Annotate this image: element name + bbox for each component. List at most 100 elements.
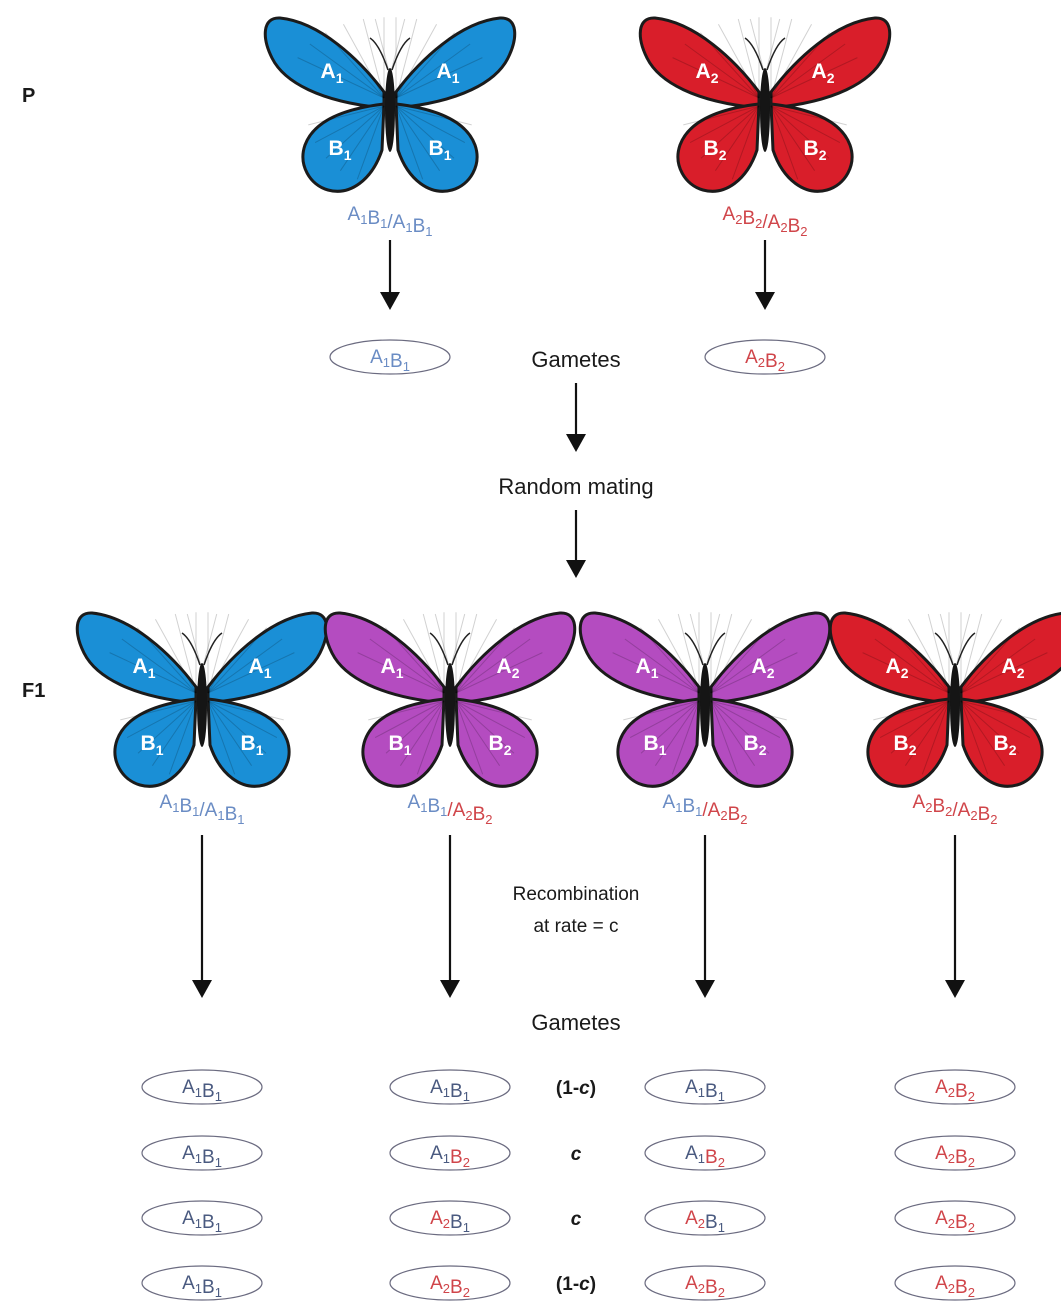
wing-allele-b: B1 — [241, 732, 264, 758]
recombination-rate-value: (1-c) — [556, 1078, 596, 1099]
gamete-genotype: A2B2 — [745, 347, 785, 374]
gamete-genotype: A2B2 — [935, 1208, 975, 1235]
gamete-oval — [644, 1200, 766, 1236]
body — [445, 663, 455, 747]
recombination-rates: (1-c) c c (1-c) — [556, 1078, 596, 1295]
body — [197, 663, 207, 747]
recombination-label: Recombination — [513, 884, 640, 905]
gamete-oval — [389, 1135, 511, 1171]
f1-arrow — [192, 835, 212, 998]
right-wing — [638, 16, 781, 193]
wing-allele-b: B1 — [141, 732, 164, 758]
f1-gamete: A1B1 — [141, 1200, 263, 1236]
gamete-oval — [141, 1265, 263, 1301]
gamete-oval — [644, 1265, 766, 1301]
gamete-genotype: A1B1 — [685, 1077, 725, 1104]
f1-gamete: A2B2 — [894, 1135, 1016, 1171]
right-wing — [578, 611, 721, 788]
gamete-oval — [704, 339, 826, 375]
f1-arrow — [440, 835, 460, 998]
recombination-rate-value: c — [571, 1209, 582, 1230]
gamete-genotype: A1B1 — [430, 1077, 470, 1104]
gamete-oval — [894, 1069, 1016, 1105]
body — [950, 663, 960, 747]
f1-gamete: A1B1 — [389, 1069, 511, 1105]
antenna — [706, 632, 726, 666]
gamete-oval — [644, 1069, 766, 1105]
right-wing — [263, 16, 406, 193]
wing-allele-a: A2 — [696, 60, 719, 86]
gametes-label: Gametes — [531, 347, 620, 372]
f1-arrow — [695, 835, 715, 998]
wing-allele-b: B2 — [894, 732, 917, 758]
wing-allele-b: B2 — [744, 732, 767, 758]
gamete-oval — [894, 1265, 1016, 1301]
gamete-genotype: A1B1 — [182, 1208, 222, 1235]
f1-genotype: A1B1/A2B2 — [408, 792, 493, 827]
wing-allele-a: A1 — [381, 655, 404, 681]
f1-gamete: A1B1 — [141, 1265, 263, 1301]
wing-allele-b: B1 — [329, 137, 352, 163]
antenna — [766, 37, 786, 71]
antenna — [181, 632, 201, 666]
gamete-genotype: A1B1 — [182, 1077, 222, 1104]
f1-gametes: A1B1A1B1A1B1A1B1A1B1A1B2A2B1A2B2A1B1A1B2… — [141, 1069, 1016, 1301]
f1-genotype: A1B1/A1B1 — [160, 792, 245, 827]
gamete-oval — [644, 1135, 766, 1171]
wing-allele-a: A1 — [321, 60, 344, 86]
gamete-genotype: A1B1 — [182, 1143, 222, 1170]
left-wing — [186, 611, 329, 788]
p-generation-label: P — [22, 85, 35, 107]
parent-genotype: A1B1/A1B1 — [348, 204, 433, 239]
parent-gamete: A1B1 — [329, 339, 451, 375]
left-wing — [749, 16, 892, 193]
wing-allele-a: A1 — [133, 655, 156, 681]
antenna — [744, 37, 764, 71]
wing-allele-a: A1 — [437, 60, 460, 86]
antenna — [956, 632, 976, 666]
f1-genotype: A1B1/A2B2 — [663, 792, 748, 827]
f1-gamete: A2B1 — [644, 1200, 766, 1236]
f1-gamete: A1B1 — [644, 1069, 766, 1105]
f1-genotype: A2B2/A2B2 — [913, 792, 998, 827]
gametes-to-mating-arrow — [566, 383, 586, 452]
wing-allele-a: A1 — [249, 655, 272, 681]
gamete-oval — [894, 1135, 1016, 1171]
gamete-oval — [389, 1265, 511, 1301]
antenna — [429, 632, 449, 666]
left-wing — [939, 612, 1061, 788]
f1-arrow — [945, 835, 965, 998]
gamete-oval — [141, 1200, 263, 1236]
recombination-rate-value: c — [571, 1144, 582, 1165]
gamete-oval — [141, 1069, 263, 1105]
random-mating-label: Random mating — [498, 474, 653, 499]
parent-genotype: A2B2/A2B2 — [723, 204, 808, 239]
f1-butterfly: A1 A1B1 B1 — [75, 611, 329, 788]
gamete-oval — [329, 339, 451, 375]
body — [385, 68, 395, 152]
gamete-genotype: A1B2 — [685, 1143, 725, 1170]
left-wing — [689, 611, 832, 788]
gamete-genotype: A2B2 — [685, 1273, 725, 1300]
right-wing — [828, 611, 971, 788]
wing-allele-a: A2 — [497, 655, 520, 681]
f1-gamete: A2B2 — [894, 1069, 1016, 1105]
parent-butterfly: A1 A1B1 B1 — [263, 16, 517, 193]
gamete-oval — [141, 1135, 263, 1171]
wing-allele-a: A2 — [752, 655, 775, 681]
f1-gamete: A2B2 — [894, 1265, 1016, 1301]
gamete-genotype: A2B1 — [685, 1208, 725, 1235]
antenna — [369, 37, 389, 71]
gamete-genotype: A1B2 — [430, 1143, 470, 1170]
wing-allele-b: B2 — [489, 732, 512, 758]
wing-allele-a: A1 — [636, 655, 659, 681]
mating-to-f1-arrow — [566, 510, 586, 578]
wing-allele-b: B1 — [429, 137, 452, 163]
antenna — [391, 37, 411, 71]
recombination-rate-value: (1-c) — [556, 1274, 596, 1295]
